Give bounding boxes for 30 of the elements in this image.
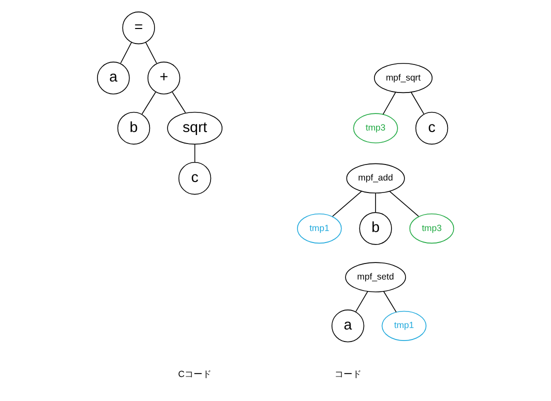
label: Cコード	[178, 368, 212, 379]
node-ellipse: tmp1	[382, 310, 426, 341]
node-circle: a	[332, 310, 364, 342]
connector	[172, 92, 186, 114]
node-circle: b	[359, 212, 392, 245]
connector	[120, 42, 132, 64]
connector	[142, 92, 156, 115]
connector	[389, 191, 419, 217]
connector	[382, 92, 396, 115]
node-ellipse: tmp3	[353, 113, 398, 144]
connector	[375, 192, 376, 213]
connector	[410, 92, 424, 114]
node-circle: +	[148, 62, 180, 94]
node-ellipse: tmp3	[409, 213, 454, 244]
node-ellipse: tmp1	[297, 213, 342, 244]
node-circle: c	[415, 112, 448, 145]
node-circle: b	[117, 112, 150, 145]
label: コード	[334, 368, 362, 379]
node-ellipse: mpf_setd	[345, 262, 406, 292]
connector	[383, 290, 397, 313]
connector	[332, 191, 362, 217]
connector	[355, 290, 368, 312]
connector	[145, 42, 157, 64]
node-circle: a	[97, 62, 130, 94]
node-ellipse: mpf_sqrt	[374, 62, 433, 94]
node-circle: =	[122, 12, 155, 44]
node-ellipse: sqrt	[167, 112, 222, 145]
node-circle: c	[178, 162, 212, 195]
connector	[194, 144, 196, 163]
node-ellipse: mpf_add	[346, 163, 405, 194]
